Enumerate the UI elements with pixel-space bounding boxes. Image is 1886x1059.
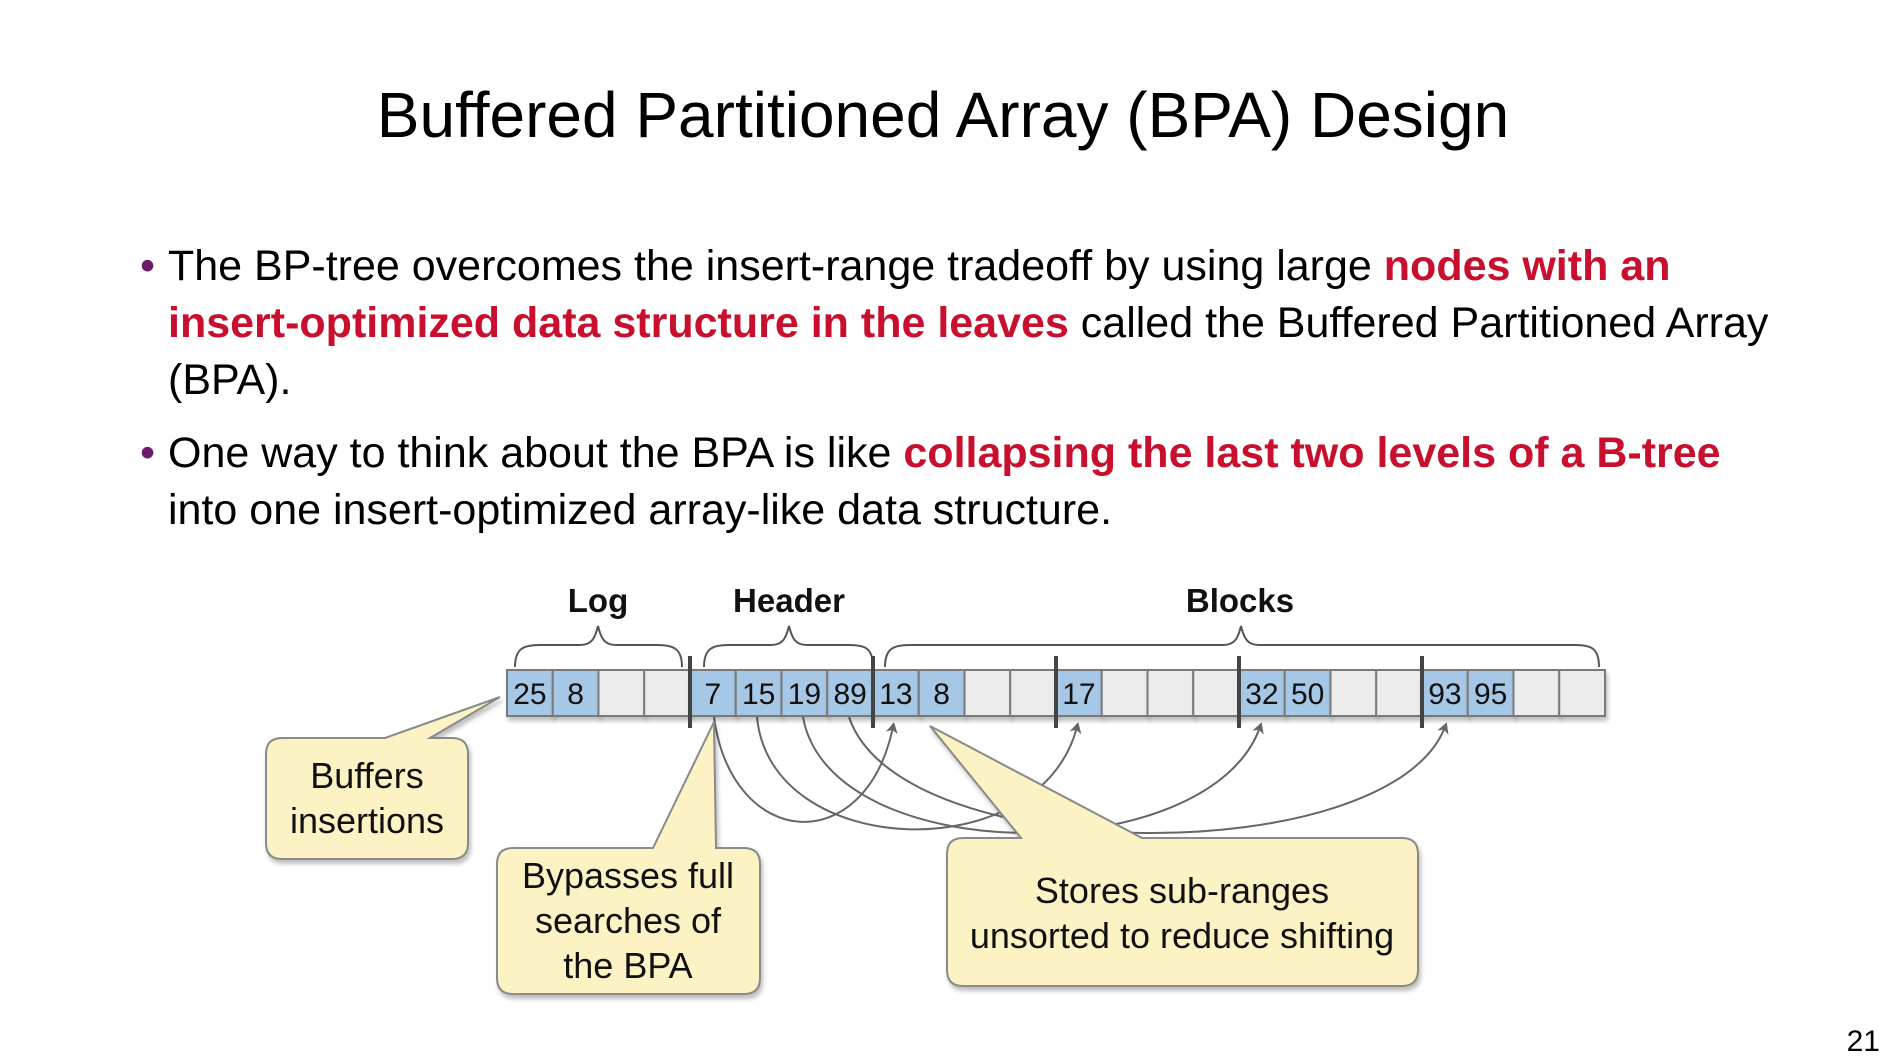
header-cell-value-3: 19 xyxy=(788,678,821,711)
bullet-text: One way to think about the BPA is like xyxy=(168,429,904,477)
log-cell-value-2: 8 xyxy=(567,678,584,711)
bullet-list: • The BP-tree overcomes the insert-range… xyxy=(140,238,1780,555)
header-cell-value-4: 89 xyxy=(833,678,866,711)
callout-stores-line2: unsorted to reduce shifting xyxy=(970,915,1394,956)
log-cell-value-1: 25 xyxy=(513,678,546,711)
block1-cell-4 xyxy=(1009,669,1057,717)
callout-bypasses-shape xyxy=(496,721,761,995)
block1-cell-value-2: 8 xyxy=(933,678,950,711)
callout-bypasses xyxy=(496,721,761,995)
block1-cell-2 xyxy=(917,669,966,717)
callout-buffers-line1: Buffers xyxy=(310,755,423,796)
log-label: Log xyxy=(568,582,628,619)
block2-cell-2 xyxy=(1100,669,1149,717)
block4-cell-value-2: 95 xyxy=(1474,678,1507,711)
block2-cell-3 xyxy=(1146,669,1195,717)
log-cell-4 xyxy=(643,669,691,717)
callout-stores-line1: Stores sub-ranges xyxy=(1035,870,1329,911)
header-brace xyxy=(703,625,874,668)
block3-cell-value-1: 32 xyxy=(1245,678,1278,711)
callout-buffers xyxy=(265,696,501,860)
log-brace xyxy=(514,625,683,668)
callout-buffers-line2: insertions xyxy=(290,800,444,841)
header-cell-1 xyxy=(689,669,737,717)
partition-separators xyxy=(688,656,1424,728)
callout-stores xyxy=(929,725,1419,987)
arrow-header-89-to-block4 xyxy=(848,716,1449,834)
bullet-item-1: • The BP-tree overcomes the insert-range… xyxy=(140,238,1780,409)
block2-cell-4 xyxy=(1192,669,1240,717)
callout-stores-shape xyxy=(929,725,1419,987)
header-cell-2 xyxy=(734,669,783,717)
bullet-marker: • xyxy=(140,429,156,477)
log-cell-3 xyxy=(597,669,646,717)
bullet-emphasis: collapsing the last two levels of a B-tr… xyxy=(903,429,1721,477)
bullet-text: called the Buffered Partitioned Array (B… xyxy=(168,299,1769,404)
block3-cell-4 xyxy=(1375,669,1423,717)
block3-cell-3 xyxy=(1329,669,1378,717)
callout-bypasses-line1: Bypasses full xyxy=(522,855,734,896)
arrow-header-7-to-block1 xyxy=(713,716,898,823)
block4-cell-4 xyxy=(1558,669,1606,717)
header-cell-4 xyxy=(826,669,874,717)
bullet-marker: • xyxy=(140,242,156,290)
block2-cell-value-1: 17 xyxy=(1062,678,1095,711)
block1-cell-3 xyxy=(963,669,1012,717)
bullet-text: The BP-tree overcomes the insert-range t… xyxy=(168,242,1384,290)
callout-buffers-shape xyxy=(265,696,501,860)
bullet-text: into one insert-optimized array-like dat… xyxy=(168,486,1113,534)
slide-title: Buffered Partitioned Array (BPA) Design xyxy=(376,79,1510,151)
block4-cell-value-1: 93 xyxy=(1428,678,1461,711)
arrow-header-15-to-block2 xyxy=(756,716,1082,831)
bullet-item-2: • One way to think about the BPA is like… xyxy=(140,425,1780,539)
blocks-brace xyxy=(884,625,1600,668)
page-number: 21 xyxy=(1846,1025,1880,1058)
blocks-label: Blocks xyxy=(1186,582,1294,619)
block3-cell-value-2: 50 xyxy=(1291,678,1324,711)
callout-bypasses-line3: the BPA xyxy=(563,945,692,986)
callout-bypasses-line2: searches of xyxy=(535,900,722,941)
bullet-emphasis: nodes with an insert-optimized data stru… xyxy=(168,242,1671,347)
header-cell-value-1: 7 xyxy=(705,678,722,711)
header-cell-value-2: 15 xyxy=(742,678,775,711)
bpa-array: 25 8 7 15 19 89 13 8 17 32 50 93 95 xyxy=(506,669,1606,717)
block4-cell-3 xyxy=(1512,669,1561,717)
block1-cell-value-1: 13 xyxy=(879,678,912,711)
header-label: Header xyxy=(733,582,845,619)
